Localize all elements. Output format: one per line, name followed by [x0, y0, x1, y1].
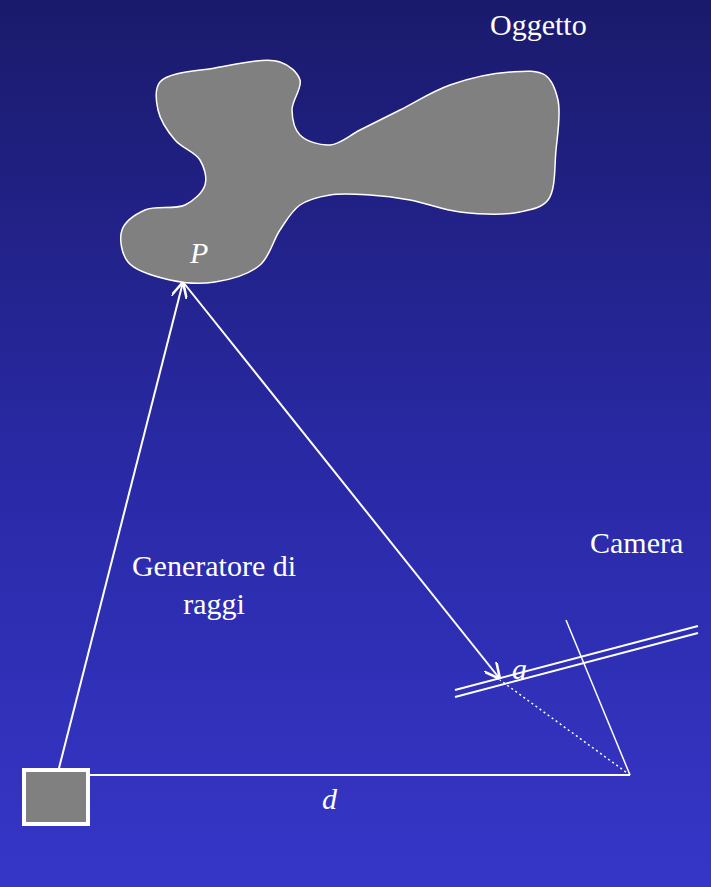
- object-shape: OggettoP: [118, 58, 564, 290]
- camera-sensor: Camera: [445, 520, 707, 705]
- sensor-line: [455, 626, 698, 690]
- optical-axis: [566, 620, 630, 775]
- point-label: P: [190, 234, 208, 272]
- camera-heading: Camera: [590, 524, 683, 562]
- ray-generator: Generatore di raggi: [22, 768, 90, 826]
- baseline: [58, 774, 630, 776]
- sensor-line: [455, 633, 698, 697]
- generator-heading: Generatore di raggi: [124, 547, 304, 622]
- ray-arrow: [58, 282, 183, 772]
- object-heading: Oggetto: [490, 6, 587, 44]
- angle-label: a: [512, 652, 527, 685]
- distance-label: d: [322, 782, 337, 815]
- object-outline: [118, 58, 564, 290]
- object-blob: [121, 60, 559, 283]
